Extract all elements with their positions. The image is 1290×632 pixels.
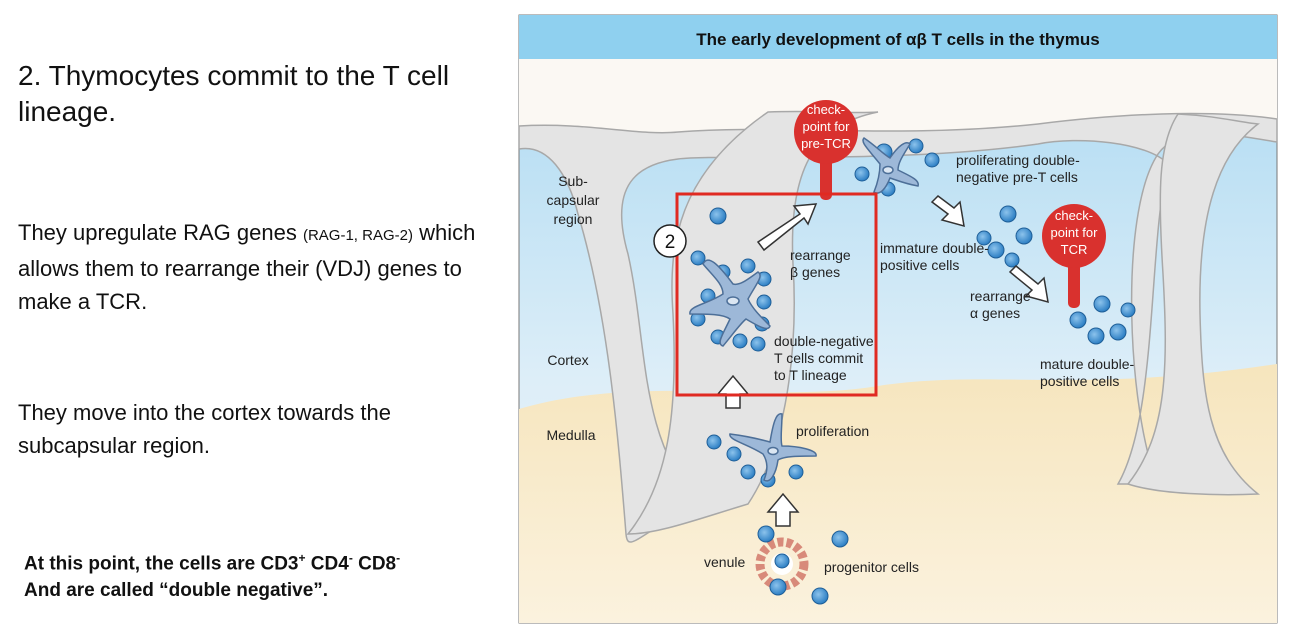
checkpoint-tcr-line2: point for — [1051, 225, 1099, 240]
label-proliferating-2: negative pre-T cells — [956, 169, 1078, 185]
label-rearrange-alpha-2: α genes — [970, 305, 1020, 321]
label-dn-commit-3: to T lineage — [774, 367, 847, 383]
label-immature-1: immature double- — [880, 240, 989, 256]
rag-text-rest: which allows them to rearrange their (VD… — [18, 220, 476, 314]
region-subcapsular-line3: region — [554, 211, 593, 227]
double-negative-note: At this point, the cells are CD3+ CD4- C… — [24, 545, 494, 604]
progenitor-cell-in-venule — [774, 553, 790, 569]
checkpoint-pretcr-badge — [794, 100, 858, 164]
label-progenitor: progenitor cells — [824, 559, 919, 575]
region-subcapsular-line1: Sub- — [558, 173, 588, 189]
label-rearrange-alpha-1: rearrange — [970, 288, 1031, 304]
slide-heading: 2. Thymocytes commit to the T cell linea… — [18, 60, 450, 127]
label-mature-1: mature double- — [1040, 356, 1135, 372]
label-dn-commit-2: T cells commit — [774, 350, 863, 366]
label-proliferating-1: proliferating double- — [956, 152, 1080, 168]
cortex-migration-paragraph: They move into the cortex towards the su… — [18, 400, 391, 458]
label-venule: venule — [704, 554, 745, 570]
note-line1-c: CD8 — [352, 553, 397, 575]
thymus-diagram-svg: The early development of αβ T cells in t… — [518, 14, 1278, 624]
diagram-title: The early development of αβ T cells in t… — [696, 30, 1099, 49]
capsule-top — [519, 59, 1277, 133]
venule-vessel — [755, 537, 809, 591]
step-number: 2 — [665, 232, 676, 253]
label-immature-2: positive cells — [880, 257, 959, 273]
step-highlight-box — [675, 192, 878, 397]
region-cortex: Cortex — [547, 352, 588, 368]
label-mature-2: positive cells — [1040, 373, 1119, 389]
note-sup-plus: + — [298, 551, 306, 565]
checkpoint-tcr-line3: TCR — [1061, 242, 1088, 257]
note-line1-b: CD4 — [305, 553, 349, 575]
thymus-diagram: The early development of αβ T cells in t… — [518, 14, 1278, 624]
slide-text-panel: 2. Thymocytes commit to the T cell linea… — [0, 0, 510, 632]
checkpoint-pretcr-line2: point for — [803, 119, 851, 134]
note-line2: And are called “double negative”. — [24, 580, 329, 602]
checkpoint-tcr-line1: check- — [1055, 208, 1093, 223]
title-band — [519, 15, 1277, 59]
step-number-badge — [653, 224, 687, 258]
checkpoint-pretcr-line1: check- — [807, 102, 845, 117]
trabecula — [518, 112, 1278, 543]
label-rearrange-beta-1: rearrange — [790, 247, 851, 263]
stromal-cells-layer — [689, 137, 919, 482]
region-medulla: Medulla — [546, 427, 595, 443]
note-line1-a: At this point, the cells are CD3 — [24, 553, 299, 575]
checkpoint-tcr-badge — [1042, 204, 1106, 268]
note-sup-minus-2: - — [396, 551, 401, 565]
label-dn-commit-1: double-negative — [774, 333, 874, 349]
rag-genes-paragraph: They upregulate RAG genes (RAG-1, RAG-2)… — [18, 216, 498, 318]
rag-text-small: (RAG-1, RAG-2) — [302, 227, 413, 244]
note-sup-minus-1: - — [348, 551, 353, 565]
label-rearrange-beta-2: β genes — [790, 264, 840, 280]
label-proliferation: proliferation — [796, 423, 869, 439]
region-subcapsular-line2: capsular — [547, 192, 600, 208]
trabecula-right — [1126, 113, 1261, 496]
checkpoint-pretcr-line3: pre-TCR — [801, 136, 851, 151]
rag-text-main: They upregulate RAG genes — [18, 220, 303, 245]
